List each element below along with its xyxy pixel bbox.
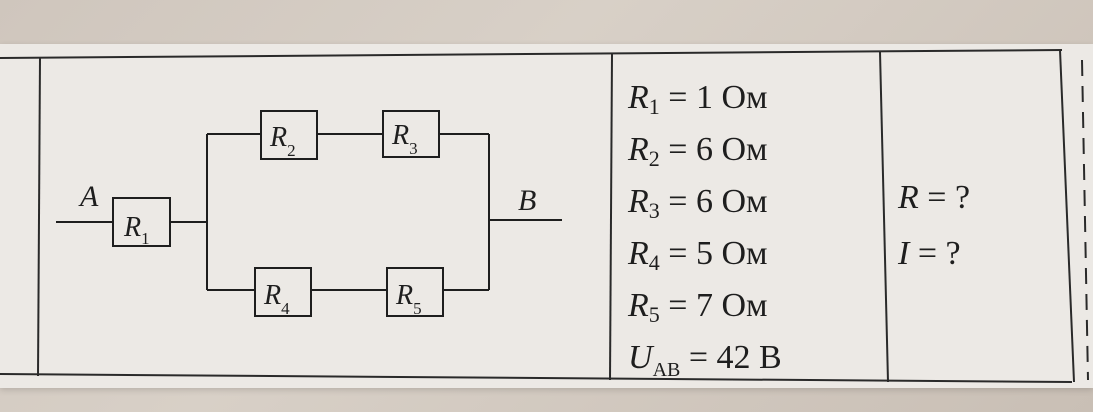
given-r3: R3 = 6 Ом bbox=[628, 183, 768, 223]
find-i: I = ? bbox=[898, 235, 961, 272]
find-values: R = ? I = ? bbox=[898, 170, 970, 282]
resistor-r2-box bbox=[260, 110, 318, 160]
table-right-divider bbox=[1059, 49, 1075, 383]
table-top-border bbox=[0, 49, 1063, 59]
given-r5: R5 = 7 Ом bbox=[628, 287, 768, 327]
resistor-r4-box bbox=[254, 267, 312, 317]
given-r4: R4 = 5 Ом bbox=[628, 235, 768, 275]
table-bottom-border bbox=[0, 373, 1073, 383]
node-a-label: A bbox=[78, 180, 99, 213]
table-divider-given bbox=[609, 53, 613, 381]
resistor-r1-box bbox=[112, 197, 171, 247]
resistor-r5-label: R5 bbox=[395, 280, 422, 318]
resistor-r4-label: R4 bbox=[263, 280, 290, 318]
resistor-r2-label: R2 bbox=[269, 122, 296, 160]
node-b-label: B bbox=[518, 184, 536, 217]
resistor-r3-label: R3 bbox=[391, 120, 418, 158]
table-dashed-edge bbox=[1081, 59, 1089, 381]
problem-card bbox=[0, 44, 1093, 388]
table-divider-find bbox=[879, 51, 889, 383]
resistor-r1-label: R1 bbox=[123, 212, 150, 248]
find-r: R = ? bbox=[898, 179, 971, 216]
given-r1: R1 = 1 Ом bbox=[628, 79, 768, 119]
table-left-divider bbox=[37, 57, 41, 377]
given-values: R1 = 1 Ом R2 = 6 Ом R3 = 6 Ом R4 = 5 Ом … bbox=[628, 72, 782, 384]
resistor-r5-box bbox=[386, 267, 444, 317]
resistor-r3-box bbox=[382, 110, 440, 158]
given-uab: UAB = 42 В bbox=[628, 339, 782, 381]
given-r2: R2 = 6 Ом bbox=[628, 131, 768, 171]
